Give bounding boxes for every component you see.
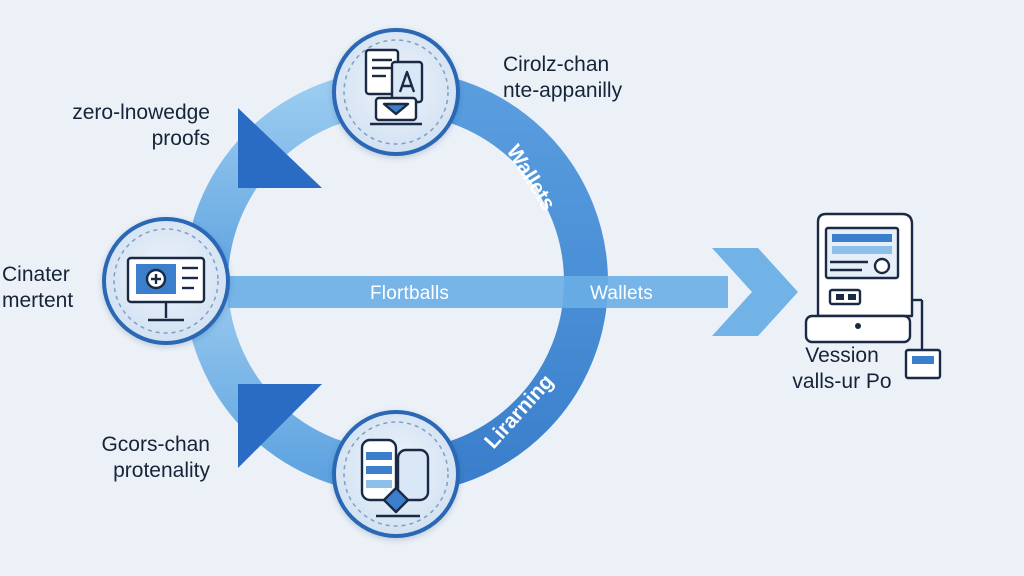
flow-arrow-head bbox=[712, 248, 798, 336]
flow-label-left: Flortballs bbox=[370, 283, 450, 304]
label-top-right-line1: Cirolz-chan bbox=[503, 53, 610, 76]
label-mid-left: Cinater mertent bbox=[2, 262, 73, 314]
flow-label-right: Wallets bbox=[590, 283, 653, 304]
label-top-right-line2: nte-appanilly bbox=[503, 79, 623, 102]
label-bottom-left-line2: protenality bbox=[113, 459, 210, 482]
monitor-icon bbox=[126, 256, 206, 322]
label-top-left: zero-lnowedge proofs bbox=[40, 100, 210, 152]
server-terminal-icon bbox=[804, 212, 942, 380]
label-mid-left-line1: Cinater bbox=[2, 263, 70, 286]
label-device-line2: valls-ur Po bbox=[792, 370, 892, 393]
flow-band bbox=[228, 276, 728, 308]
label-top-left-line1: zero-lnowedge bbox=[72, 101, 210, 124]
arrow-head-lower bbox=[238, 384, 322, 468]
label-device-line1: Vession bbox=[805, 344, 879, 367]
label-mid-left-line2: mertent bbox=[2, 289, 74, 312]
label-bottom-left: Gcors-chan protenality bbox=[60, 432, 210, 484]
document-stack-icon bbox=[364, 48, 424, 126]
arrow-head-upper bbox=[238, 108, 322, 188]
label-top-left-line2: proofs bbox=[151, 127, 210, 150]
label-top-right: Cirolz-chan nte-appanilly bbox=[503, 52, 622, 104]
label-bottom-left-line1: Gcors-chan bbox=[101, 433, 210, 456]
label-device: Vession valls-ur Po bbox=[780, 343, 904, 395]
database-icon bbox=[360, 438, 430, 518]
